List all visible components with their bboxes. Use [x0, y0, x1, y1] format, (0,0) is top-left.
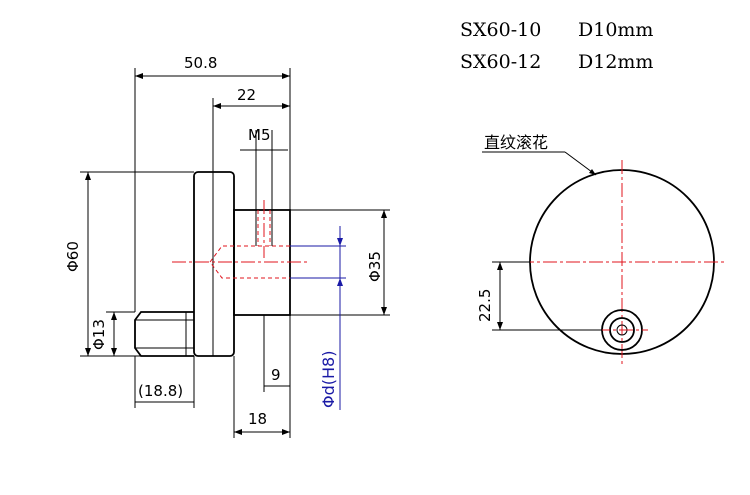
dim-handle-radius: 22.5 — [476, 261, 602, 331]
dim-overall-length: 50.8 — [134, 54, 291, 312]
dim-thread: M5 — [240, 126, 288, 210]
spec-bore-1: D10mm — [578, 19, 653, 41]
svg-text:Φd(H8): Φd(H8) — [319, 351, 338, 408]
dim-bore: Φd(H8) — [290, 226, 346, 410]
svg-text:9: 9 — [271, 366, 281, 384]
side-view — [134, 171, 310, 357]
svg-text:50.8: 50.8 — [184, 54, 217, 72]
dim-handle-diameter: Φ13 — [90, 311, 135, 357]
svg-text:18: 18 — [248, 410, 267, 428]
front-view — [520, 160, 724, 364]
dim-hub-diameter: Φ35 — [290, 209, 390, 316]
spec-bore-2: D12mm — [578, 51, 653, 73]
handle — [134, 311, 194, 357]
svg-text:(18.8): (18.8) — [138, 382, 183, 400]
svg-text:Φ60: Φ60 — [64, 241, 82, 272]
dim-hub-width: 18 — [233, 356, 291, 438]
svg-text:Φ13: Φ13 — [90, 319, 108, 350]
dim-handle-length: (18.8) — [134, 356, 195, 408]
knurl-annotation: 直纹滚花 — [482, 133, 597, 176]
dim-thread-offset: 9 — [263, 315, 291, 392]
wheel-disc — [193, 171, 235, 357]
spec-model-2: SX60-12 — [460, 51, 541, 73]
dim-hub-length: 22 — [212, 86, 290, 172]
dim-outer-diameter: Φ60 — [64, 171, 194, 357]
svg-text:M5: M5 — [248, 126, 271, 144]
svg-text:直纹滚花: 直纹滚花 — [484, 133, 548, 152]
svg-text:Φ35: Φ35 — [366, 251, 384, 282]
svg-text:22: 22 — [237, 86, 256, 104]
spec-model-1: SX60-10 — [460, 19, 541, 41]
svg-text:22.5: 22.5 — [476, 289, 494, 322]
